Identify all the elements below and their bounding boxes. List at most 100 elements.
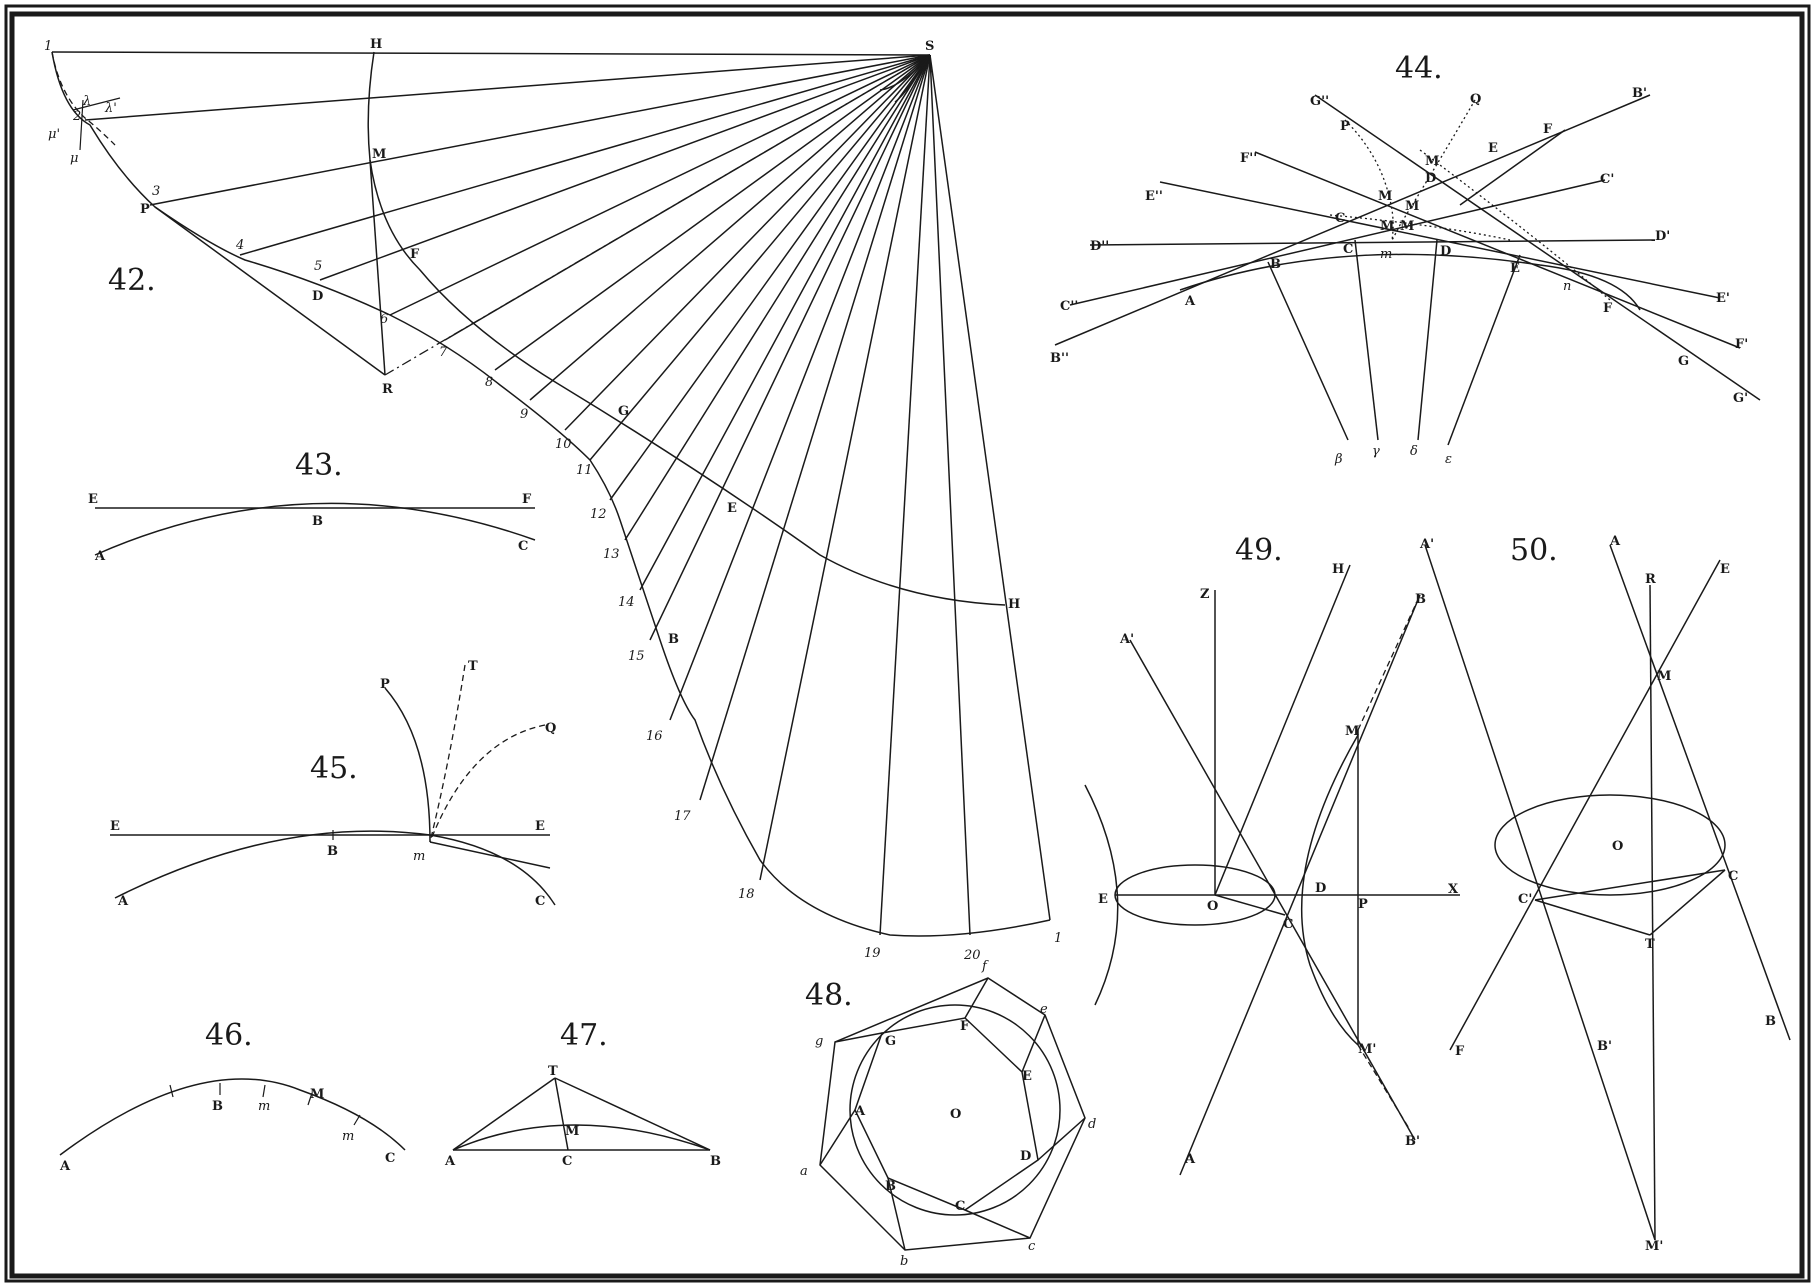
fig44-label-M1: M <box>1400 219 1414 234</box>
fig42-number-label: 10 <box>555 437 572 452</box>
fig42-ray <box>149 54 931 206</box>
fig43-label-B: B <box>312 514 323 529</box>
figure-43-number: 43. <box>295 448 343 483</box>
fig44-label-eps: ε <box>1445 452 1452 467</box>
fig42-number-label: 17 <box>674 809 691 824</box>
fig46-label-m2: m <box>342 1129 354 1144</box>
fig49-label-A1: A' <box>1119 632 1134 647</box>
fig42-number-label: 7 <box>439 345 448 360</box>
fig48-label-A: A <box>854 1104 866 1119</box>
fig42-ray <box>624 54 931 541</box>
fig42-number-label: 15 <box>628 649 645 664</box>
figure-49-number: 49. <box>1235 533 1283 568</box>
fig42-label-B: B <box>668 632 679 647</box>
fig49-label-B: B <box>1415 592 1426 607</box>
fig42-label-H: H <box>370 37 382 52</box>
fig42-ray <box>84 54 931 121</box>
figure-43: 43. E F B A C <box>88 448 536 564</box>
fig42-label-H1: H <box>1008 597 1020 612</box>
fig42-number-label: 13 <box>603 547 620 562</box>
figure-47: 47. T M A C B <box>444 1018 721 1169</box>
fig44-label-gamma: γ <box>1372 444 1380 459</box>
figure-44: 44. G'' Q B' P M E F F'' D C' E'' M M C … <box>1050 51 1761 467</box>
fig42-number-label: 2 <box>72 109 81 124</box>
fig42-ray <box>879 54 931 936</box>
fig47-label-M: M <box>565 1124 579 1139</box>
fig44-label-beta: β <box>1334 452 1343 467</box>
fig44-label-Dp: D' <box>1655 229 1670 244</box>
fig44-label-n: n <box>1563 279 1571 294</box>
fig44-label-Epp: E'' <box>1145 189 1163 204</box>
fig42-label-G: G <box>618 404 629 419</box>
fig50-label-M: M <box>1657 669 1671 684</box>
fig50-label-F: F <box>1455 1044 1465 1059</box>
fig49-label-O: O <box>1207 899 1218 914</box>
fig45-label-B: B <box>327 844 338 859</box>
fig46-label-C: C <box>385 1151 395 1166</box>
fig42-label-mu: μ <box>70 151 78 166</box>
fig42-ray <box>529 54 931 401</box>
fig48-label-E: E <box>1022 1069 1032 1084</box>
fig50-label-A: A <box>1609 534 1621 549</box>
fig42-number-label: 9 <box>520 407 528 422</box>
fig50-label-T: T <box>1645 937 1655 952</box>
fig45-label-m: m <box>413 849 425 864</box>
fig44-label-A: A <box>1184 294 1196 309</box>
inner-border <box>9 11 1805 1279</box>
fig42-ray <box>639 54 931 591</box>
figure-42-number: 42. <box>108 263 156 298</box>
fig46-label-M: M <box>310 1087 324 1102</box>
fig48-label-C: C <box>955 1199 965 1214</box>
fig42-ray <box>759 54 931 881</box>
fig48-label-a: a <box>800 1164 808 1179</box>
fig43-label-C: C <box>518 539 528 554</box>
fig44-label-D1: D <box>1425 171 1436 186</box>
fig44-label-Cpp: C'' <box>1060 299 1078 314</box>
figure-47-number: 47. <box>560 1018 608 1053</box>
fig42-label-lambda2: λ' <box>104 101 117 116</box>
fig45-label-E1: E <box>110 819 120 834</box>
fig47-label-B: B <box>710 1154 721 1169</box>
fig48-label-b: b <box>900 1254 908 1269</box>
fig42-number-label: 14 <box>618 595 635 610</box>
fig46-label-m1: m <box>258 1099 270 1114</box>
fig42-label-P: P <box>140 202 150 217</box>
fig42-ray <box>564 54 931 431</box>
fig44-label-Bp: B' <box>1632 86 1647 101</box>
fig44-label-Gpp: G'' <box>1310 94 1329 109</box>
fig42-number-label: 19 <box>864 946 881 961</box>
fig42-number-label: 16 <box>646 729 663 744</box>
fig47-label-T: T <box>548 1064 558 1079</box>
fig44-label-M3: M <box>1405 199 1419 214</box>
fig42-ray <box>589 54 931 461</box>
fig42-label-D: D <box>312 289 323 304</box>
figure-50: 50. A' A E R M O C' C T F B' B M' <box>1419 533 1791 1254</box>
figure-46-number: 46. <box>205 1018 253 1053</box>
fig44-label-C1: C <box>1335 211 1345 226</box>
fig49-label-X: X <box>1448 882 1459 897</box>
fig42-ray <box>699 54 931 801</box>
fig50-label-B1: B' <box>1597 1039 1612 1054</box>
fig44-label-E: E <box>1510 261 1520 276</box>
fig50-label-B: B <box>1765 1014 1776 1029</box>
fig49-label-C: C <box>1283 917 1293 932</box>
figure-42: 42. S H M P D F R G E B H λ λ' μ μ' 1234… <box>44 37 1062 963</box>
figure-46: 46. A B m M m C <box>59 1018 406 1174</box>
fig48-label-F: F <box>960 1019 970 1034</box>
fig44-label-Q: Q <box>1470 92 1481 107</box>
fig42-ray <box>389 54 931 316</box>
fig49-label-M1: M' <box>1358 1042 1376 1057</box>
fig42-number-label: 1 <box>44 39 52 54</box>
figure-49: 49. Z H B A' M E O D P X C M' A B' <box>1084 533 1460 1176</box>
fig42-number-label: 20 <box>963 948 981 963</box>
fig46-label-B: B <box>212 1099 223 1114</box>
fig44-label-Fpp: F'' <box>1240 151 1257 166</box>
fig50-label-M1: M' <box>1645 1239 1663 1254</box>
fig44-label-F: F <box>1603 301 1613 316</box>
fig48-label-d: d <box>1088 1117 1096 1132</box>
outer-border <box>4 4 1811 1283</box>
fig44-label-Dpp: D'' <box>1090 239 1109 254</box>
fig50-label-C: C <box>1728 869 1738 884</box>
fig47-label-C: C <box>562 1154 572 1169</box>
fig42-number-label: 1 <box>1054 931 1062 946</box>
